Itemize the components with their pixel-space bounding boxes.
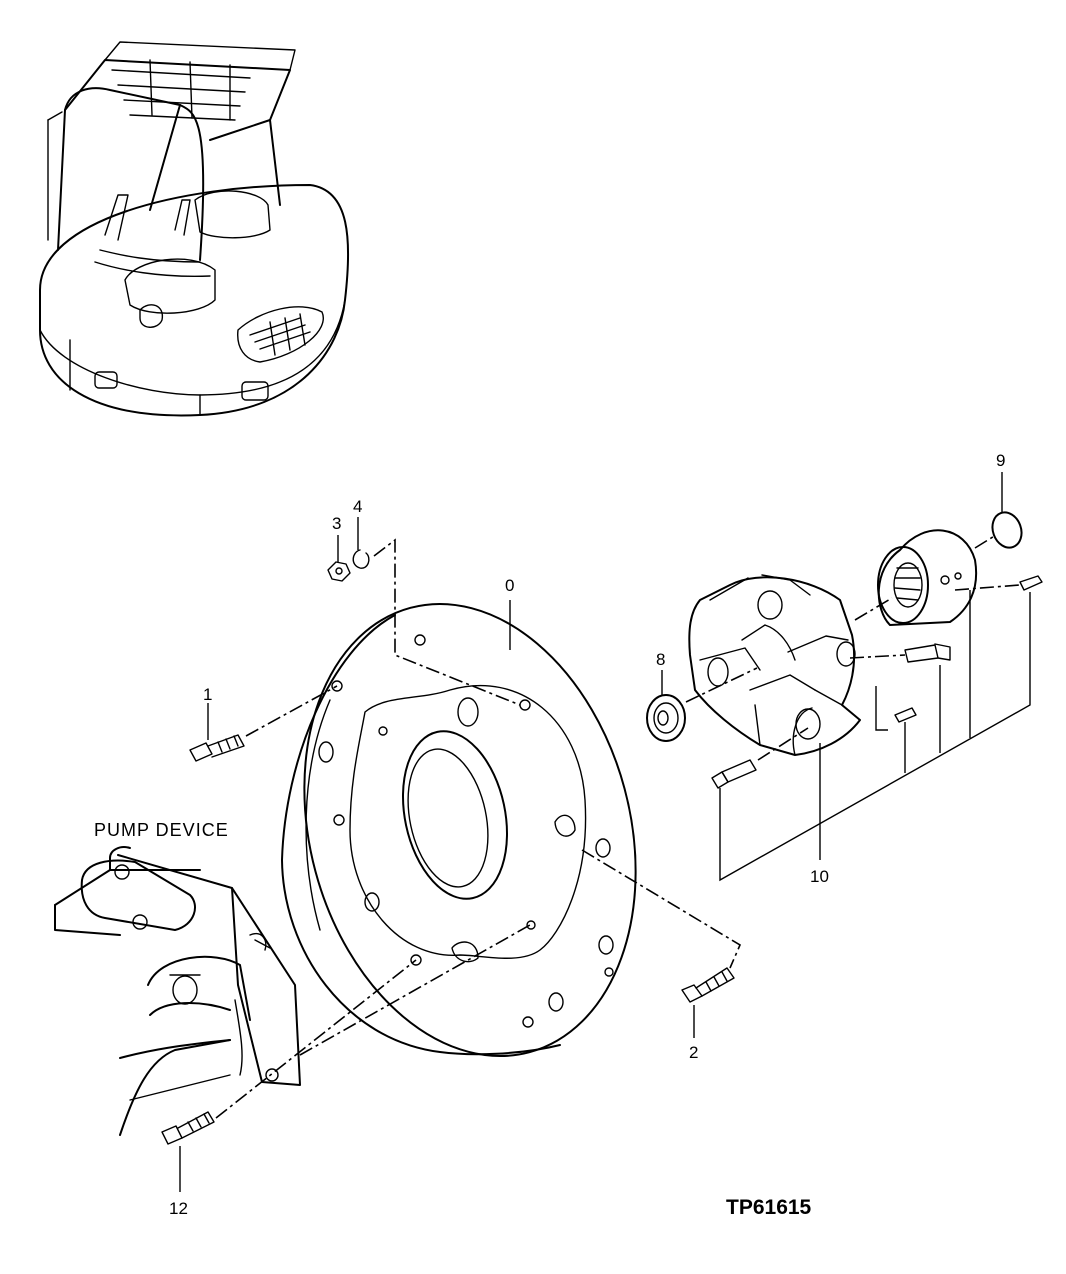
callout-10: 10	[810, 867, 829, 886]
fastener-bolt-part-2	[681, 967, 735, 1003]
callout-1: 1	[203, 685, 212, 704]
mounting-flange-part-0	[281, 603, 637, 1057]
callout-3: 3	[332, 514, 341, 533]
fastener-nut-part-3	[327, 561, 351, 582]
fastener-bolt-part-12	[161, 1111, 215, 1145]
fastener-washer-part-4	[352, 549, 370, 569]
fastener-bolt-part-1	[189, 734, 245, 762]
callout-12: 12	[169, 1199, 188, 1218]
callout-leaders	[179, 472, 1003, 1192]
callout-0: 0	[505, 576, 514, 595]
pump-device-caption: PUMP DEVICE	[94, 820, 229, 840]
callout-9: 9	[996, 451, 1005, 470]
callout-2: 2	[689, 1043, 698, 1062]
assembly-lines	[215, 538, 742, 1119]
callout-8: 8	[656, 650, 665, 669]
pump-device-illustration	[54, 846, 301, 1136]
coupling-assembly-part-10	[646, 511, 1043, 882]
machine-overview-illustration	[39, 41, 350, 417]
callout-4: 4	[353, 497, 362, 516]
figure-id: TP61615	[726, 1196, 812, 1219]
